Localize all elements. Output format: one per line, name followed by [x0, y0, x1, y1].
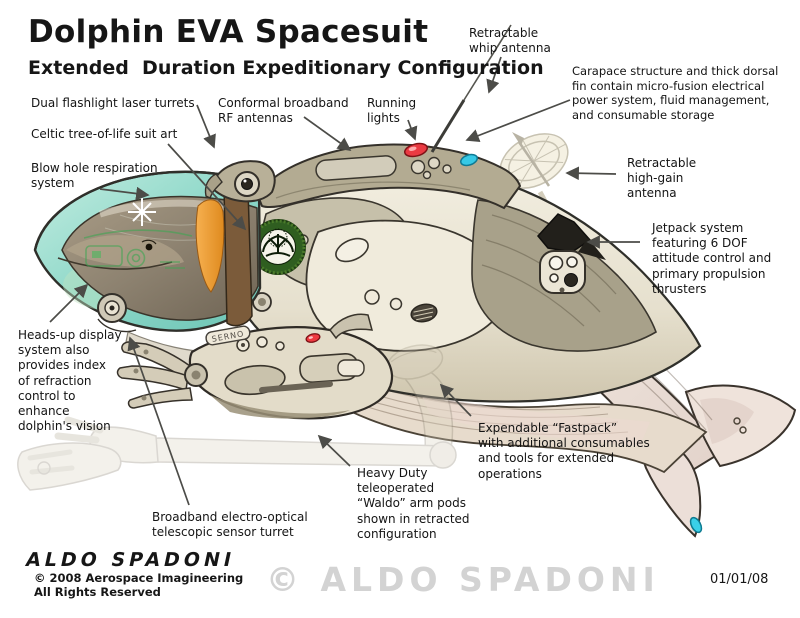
label-jetpack: Jetpack system featuring 6 DOF attitude … [652, 221, 772, 296]
artist-signature: ALDO SPADONI [23, 549, 238, 571]
label-whip-antenna: Retractable whip antenna [469, 26, 551, 56]
running-light-cyan [460, 153, 478, 167]
arrow-blowhole [99, 186, 150, 201]
page-subtitle: Extended Duration Expeditionary Configur… [28, 57, 544, 79]
copyright-line2: All Rights Reserved [34, 585, 161, 599]
label-conformal-antennas: Conformal broadband RF antennas [218, 96, 349, 126]
dolphin-eye [145, 243, 153, 251]
label-celtic-art: Celtic tree-of-life suit art [31, 127, 178, 141]
arrow-waldo [317, 434, 351, 467]
waldo-arm-pod: SERNO [116, 313, 394, 420]
arrow-carapace [465, 99, 571, 143]
running-light-red [403, 142, 429, 158]
arrow-broadband [127, 336, 190, 506]
serno-plate: SERNO [205, 325, 251, 346]
watermark: © ALDO SPADONI [266, 560, 660, 599]
arrow-fastpack [439, 383, 472, 417]
hud-overlay [83, 229, 193, 269]
label-carapace: Carapace structure and thick dorsal fin … [572, 64, 779, 122]
label-running-lights: Running lights [367, 96, 417, 126]
label-highgain-antenna: Retractable high-gain antenna [627, 156, 697, 201]
orange-panel [195, 199, 225, 293]
arrow-dual-flashlight [196, 104, 216, 149]
visor-sparkle [128, 198, 156, 226]
belly-light-red [305, 333, 321, 343]
tail-light-cyan [689, 516, 703, 534]
jetpack [537, 213, 606, 294]
arrow-highgain [565, 166, 617, 181]
chin-module [97, 293, 137, 333]
label-waldo-arms: Heavy Duty teleoperated “Waldo” arm pods… [357, 466, 470, 541]
arrow-running [404, 119, 418, 141]
arrow-conformal [303, 116, 352, 151]
label-blowhole: Blow hole respiration system [31, 161, 158, 191]
label-fastpack: Expendable “Fastpack” with additional co… [478, 421, 650, 481]
ghost-extended-arm [17, 344, 457, 491]
arrow-celtic [167, 143, 247, 231]
arrow-hud [49, 283, 89, 323]
date-stamp: 01/01/08 [710, 572, 769, 587]
belly-ribs [292, 350, 708, 474]
laser-turret-housing [204, 160, 276, 203]
head-assembly [33, 160, 276, 373]
dorsal-ridge [256, 142, 522, 210]
copyright-line1: © 2008 Aerospace Imagineering [34, 571, 244, 585]
page-title: Dolphin EVA Spacesuit [28, 14, 429, 50]
label-hud: Heads-up display system also provides in… [18, 328, 122, 434]
label-dual-flashlight: Dual flashlight laser turrets [31, 96, 195, 110]
whip-antenna [430, 24, 512, 153]
label-broadband-turret: Broadband electro-optical telescopic sen… [152, 510, 308, 540]
arrow-whip [486, 56, 502, 94]
